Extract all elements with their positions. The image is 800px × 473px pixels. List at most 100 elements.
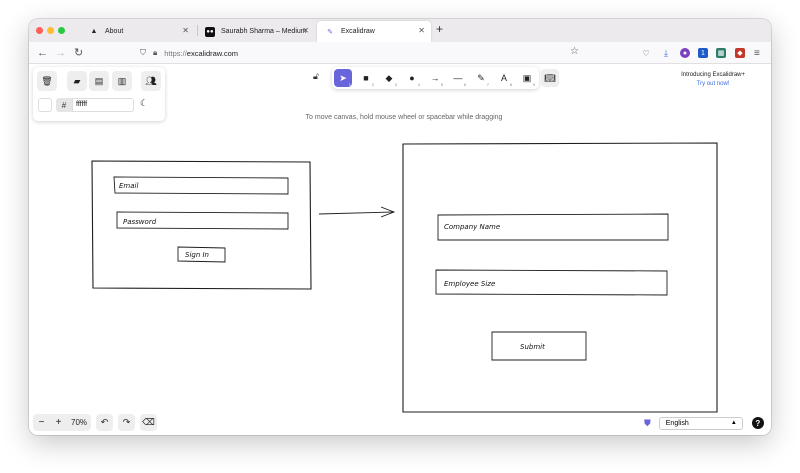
shield-icon: ⛉ bbox=[140, 48, 146, 57]
minus-icon: − bbox=[38, 417, 45, 428]
triangle-icon: ▲ bbox=[90, 28, 98, 35]
reload-icon[interactable]: ↻ bbox=[74, 47, 84, 59]
folder-icon: ▰ bbox=[73, 75, 81, 86]
promo-link[interactable]: Try out now! bbox=[696, 81, 730, 87]
undo-button[interactable]: ↶ bbox=[96, 414, 114, 431]
tab-excalidraw[interactable]: ✎ Excalidraw ✕ bbox=[317, 21, 431, 42]
excalidraw-icon: ✎ bbox=[327, 28, 333, 36]
trash-icon: 🗑︎ bbox=[41, 75, 53, 86]
zoom-window-button[interactable] bbox=[58, 27, 65, 34]
redo-button[interactable]: ↷ bbox=[118, 414, 136, 431]
sign-in-label: Sign In bbox=[185, 251, 209, 259]
ellipse-tool[interactable]: ●4 bbox=[409, 73, 420, 87]
line-tool[interactable]: —6 bbox=[453, 73, 467, 87]
export-file-icon: ▥ bbox=[117, 75, 127, 86]
rectangle-tool[interactable]: ■2 bbox=[363, 73, 374, 87]
diamond-tool[interactable]: ◆3 bbox=[385, 72, 397, 88]
close-icon[interactable]: ✕ bbox=[182, 26, 189, 35]
eraser-button[interactable]: ⌫ bbox=[140, 414, 158, 431]
extension-icon[interactable]: ● bbox=[680, 48, 690, 58]
arrow-tool[interactable]: →5 bbox=[430, 73, 444, 87]
url-text: https://excalidraw.com bbox=[164, 48, 239, 58]
save-file-icon: ▤ bbox=[94, 75, 104, 86]
eraser-icon: ⌫ bbox=[142, 417, 155, 427]
image-tool[interactable]: ▣9 bbox=[522, 72, 535, 88]
tab-label: About bbox=[105, 28, 124, 35]
arrow-icon: → bbox=[430, 73, 440, 83]
download-icon[interactable]: ⤓ bbox=[664, 47, 668, 58]
extension-badge-icon[interactable]: ◆ bbox=[735, 48, 745, 58]
tab-medium[interactable]: ●● Saurabh Sharma – Medium ✕ bbox=[197, 21, 315, 42]
close-icon[interactable]: ✕ bbox=[418, 26, 425, 35]
encryption-shield-icon[interactable]: ⛊ bbox=[644, 417, 651, 428]
zoom-level[interactable]: 70% bbox=[71, 418, 88, 427]
ellipse-icon: ● bbox=[409, 73, 415, 83]
password-label: Password bbox=[123, 218, 157, 226]
company-name-box[interactable] bbox=[437, 213, 669, 241]
color-hash-label: # bbox=[56, 98, 72, 112]
email-box[interactable] bbox=[113, 176, 289, 195]
pencil-icon: ✎ bbox=[477, 72, 485, 83]
plus-icon: + bbox=[55, 417, 62, 428]
sign-in-box[interactable] bbox=[177, 246, 226, 263]
minimize-window-button[interactable] bbox=[47, 27, 54, 34]
export-button[interactable]: ▥ bbox=[112, 71, 132, 91]
background-color-swatch[interactable] bbox=[38, 98, 52, 112]
text-icon: A bbox=[500, 73, 507, 83]
flow-arrow[interactable] bbox=[318, 211, 395, 215]
pointer-icon: ➤ bbox=[339, 72, 347, 83]
bookmark-star-icon[interactable]: ☆ bbox=[570, 46, 579, 57]
excalidraw-canvas[interactable]: Email Password Sign In Company Name Empl… bbox=[29, 65, 771, 435]
password-manager-icon[interactable]: 1 bbox=[698, 48, 708, 58]
book-icon: 📖︎ bbox=[544, 72, 556, 83]
actions-panel: 🗑︎ ▰ ▤ ▥ 👥︎ # ffffff ☾ bbox=[33, 67, 165, 121]
medium-icon: ●● bbox=[205, 26, 215, 37]
clear-canvas-button[interactable]: 🗑︎ bbox=[37, 71, 57, 91]
company-frame[interactable] bbox=[402, 142, 718, 413]
library-button[interactable]: 📖︎ bbox=[541, 69, 559, 87]
image-icon: ▣ bbox=[522, 72, 532, 83]
redo-icon: ↷ bbox=[122, 417, 131, 427]
drawing-layer: Email Password Sign In Company Name Empl… bbox=[91, 142, 718, 413]
selection-tool[interactable]: ➤1 bbox=[334, 69, 352, 87]
submit-box[interactable] bbox=[491, 331, 587, 361]
employee-size-label: Employee Size bbox=[444, 280, 495, 288]
close-window-button[interactable] bbox=[36, 27, 43, 34]
forward-arrow-icon[interactable]: → bbox=[55, 47, 66, 59]
tab-strip: ▲ About ✕ ●● Saurabh Sharma – Medium ✕ ✎… bbox=[29, 19, 771, 42]
new-tab-button[interactable]: + bbox=[436, 22, 444, 36]
pocket-icon[interactable]: ♡ bbox=[642, 48, 650, 58]
login-frame[interactable] bbox=[91, 160, 312, 290]
browser-window: ▲ About ✕ ●● Saurabh Sharma – Medium ✕ ✎… bbox=[29, 19, 771, 435]
zoom-in-button[interactable]: + bbox=[50, 414, 67, 431]
extension-grid-icon[interactable]: ▦ bbox=[716, 48, 726, 58]
lock-tool-icon[interactable]: 🔓︎ bbox=[313, 71, 319, 81]
employee-size-box[interactable] bbox=[435, 269, 668, 296]
dark-mode-toggle-icon[interactable]: ☾ bbox=[140, 98, 149, 108]
background-color-input[interactable]: ffffff bbox=[72, 98, 134, 112]
caret-up-icon: ▲ bbox=[730, 419, 737, 426]
save-button[interactable]: ▤ bbox=[89, 71, 109, 91]
tab-label: Excalidraw bbox=[341, 28, 375, 35]
close-icon[interactable]: ✕ bbox=[302, 26, 309, 35]
tab-divider bbox=[197, 25, 198, 36]
undo-icon: ↶ bbox=[100, 417, 109, 427]
password-box[interactable] bbox=[116, 211, 289, 230]
language-select[interactable]: English ▲ bbox=[658, 416, 743, 430]
back-arrow-icon[interactable]: ← bbox=[37, 47, 48, 59]
zoom-group: − + 70% bbox=[33, 414, 92, 431]
zoom-controls: − + 70% ↶ ↷ ⌫ bbox=[33, 414, 158, 431]
zoom-out-button[interactable]: − bbox=[33, 414, 50, 431]
open-button[interactable]: ▰ bbox=[67, 71, 87, 91]
footer-right: ⛊ English ▲ ? bbox=[644, 416, 764, 430]
draw-tool[interactable]: ✎7 bbox=[477, 72, 489, 88]
menu-icon[interactable]: ≡ bbox=[754, 48, 760, 59]
tab-label: Saurabh Sharma – Medium bbox=[221, 28, 307, 35]
live-collaboration-button[interactable]: 👥︎ bbox=[141, 71, 161, 91]
help-icon[interactable]: ? bbox=[751, 417, 764, 429]
url-bar[interactable]: ⛉ 🔒︎ https://excalidraw.com bbox=[140, 45, 590, 61]
tab-about[interactable]: ▲ About ✕ bbox=[81, 21, 195, 42]
language-value: English bbox=[665, 419, 689, 427]
